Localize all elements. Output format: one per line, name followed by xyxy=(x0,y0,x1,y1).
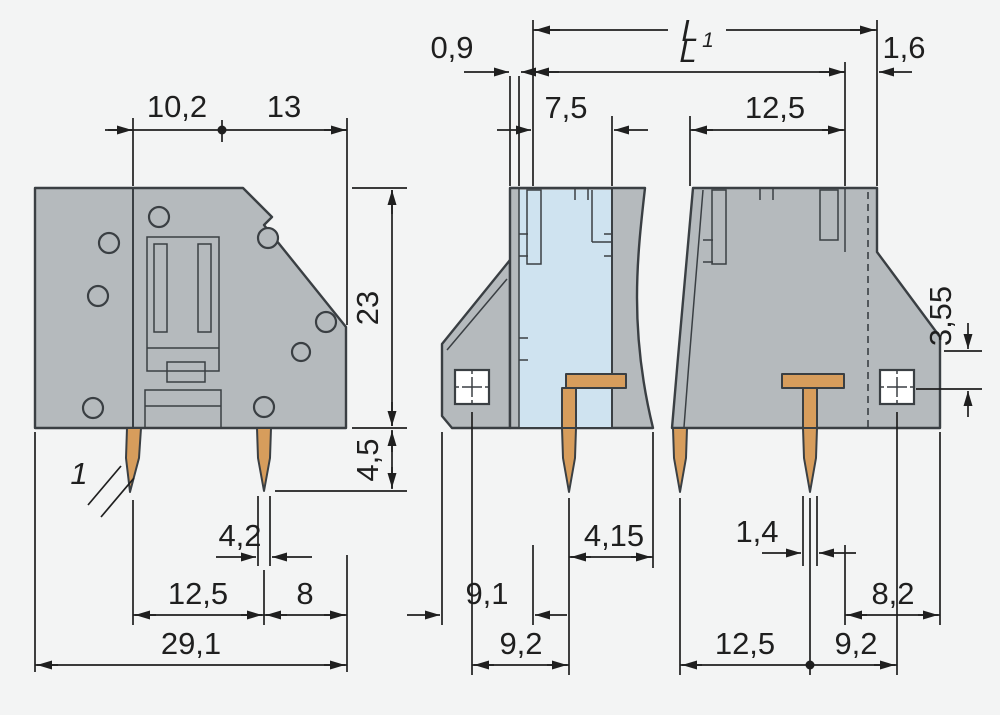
dim-label-8: 8 xyxy=(296,576,313,611)
solder-pin xyxy=(802,427,818,493)
dim-label-13: 13 xyxy=(267,89,301,124)
dim-label-12-5-top: 12,5 xyxy=(745,90,805,125)
dim-label-12-5-bottom-right: 12,5 xyxy=(715,626,775,661)
top-dimensions: L 1 L 0,9 1,6 10,2 13 7,5 12,5 xyxy=(105,13,926,325)
dim-label-12-5-bottom-left: 12,5 xyxy=(168,576,228,611)
mounting-hole xyxy=(252,395,276,419)
dim-label-L1: L xyxy=(681,13,698,48)
solder-pin xyxy=(672,427,688,493)
bottom-right-dimensions: 1,4 12,5 9,2 8,2 xyxy=(679,412,941,675)
dim-label-9-1: 9,1 xyxy=(465,576,508,611)
dim-label-29-1: 29,1 xyxy=(161,626,221,661)
mounting-hole xyxy=(256,226,280,250)
busbar xyxy=(565,373,627,389)
solder-pin xyxy=(125,427,142,493)
solder-pin xyxy=(561,427,577,493)
dim-label-8-2: 8,2 xyxy=(871,576,914,611)
dim-reference-dot xyxy=(217,125,227,135)
dim-label-4-5: 4,5 xyxy=(350,438,385,481)
dim-label-1-6: 1,6 xyxy=(882,30,925,65)
solder-pin xyxy=(256,427,272,492)
mounting-hole xyxy=(81,396,105,420)
mounting-hole xyxy=(314,310,338,334)
dim-label-10-2: 10,2 xyxy=(147,89,207,124)
middle-view xyxy=(440,186,655,493)
dim-label-4-15: 4,15 xyxy=(584,518,644,553)
dim-label-9-2-middle: 9,2 xyxy=(499,626,542,661)
bottom-middle-dimensions: 4,15 9,1 9,2 xyxy=(407,412,654,675)
dim-label-4-2: 4,2 xyxy=(218,518,261,553)
mounting-hole xyxy=(97,231,121,255)
mounting-hole xyxy=(147,205,171,229)
side-dimensions: 23 4,5 3,55 xyxy=(275,187,982,492)
mounting-hole xyxy=(86,284,110,308)
clamp-cavity xyxy=(146,236,220,372)
dim-label-3-55: 3,55 xyxy=(923,286,958,346)
dim-label-L1-subscript: 1 xyxy=(702,29,714,52)
bottom-left-dimensions: 1 4,2 12,5 8 29,1 xyxy=(34,432,348,672)
dim-label-1: 1 xyxy=(70,456,87,491)
left-view xyxy=(33,186,348,493)
dim-label-7-5: 7,5 xyxy=(544,90,587,125)
busbar xyxy=(781,373,845,389)
dim-label-23: 23 xyxy=(350,291,385,325)
dim-label-0-9: 0,9 xyxy=(430,30,473,65)
dim-label-9-2-right: 9,2 xyxy=(834,626,877,661)
left-view-body xyxy=(33,186,348,430)
right-view xyxy=(670,186,942,493)
dim-label-1-4: 1,4 xyxy=(735,514,778,549)
right-view-body xyxy=(670,186,942,430)
mounting-hole xyxy=(290,341,312,363)
dim-label-L: L xyxy=(679,34,696,69)
